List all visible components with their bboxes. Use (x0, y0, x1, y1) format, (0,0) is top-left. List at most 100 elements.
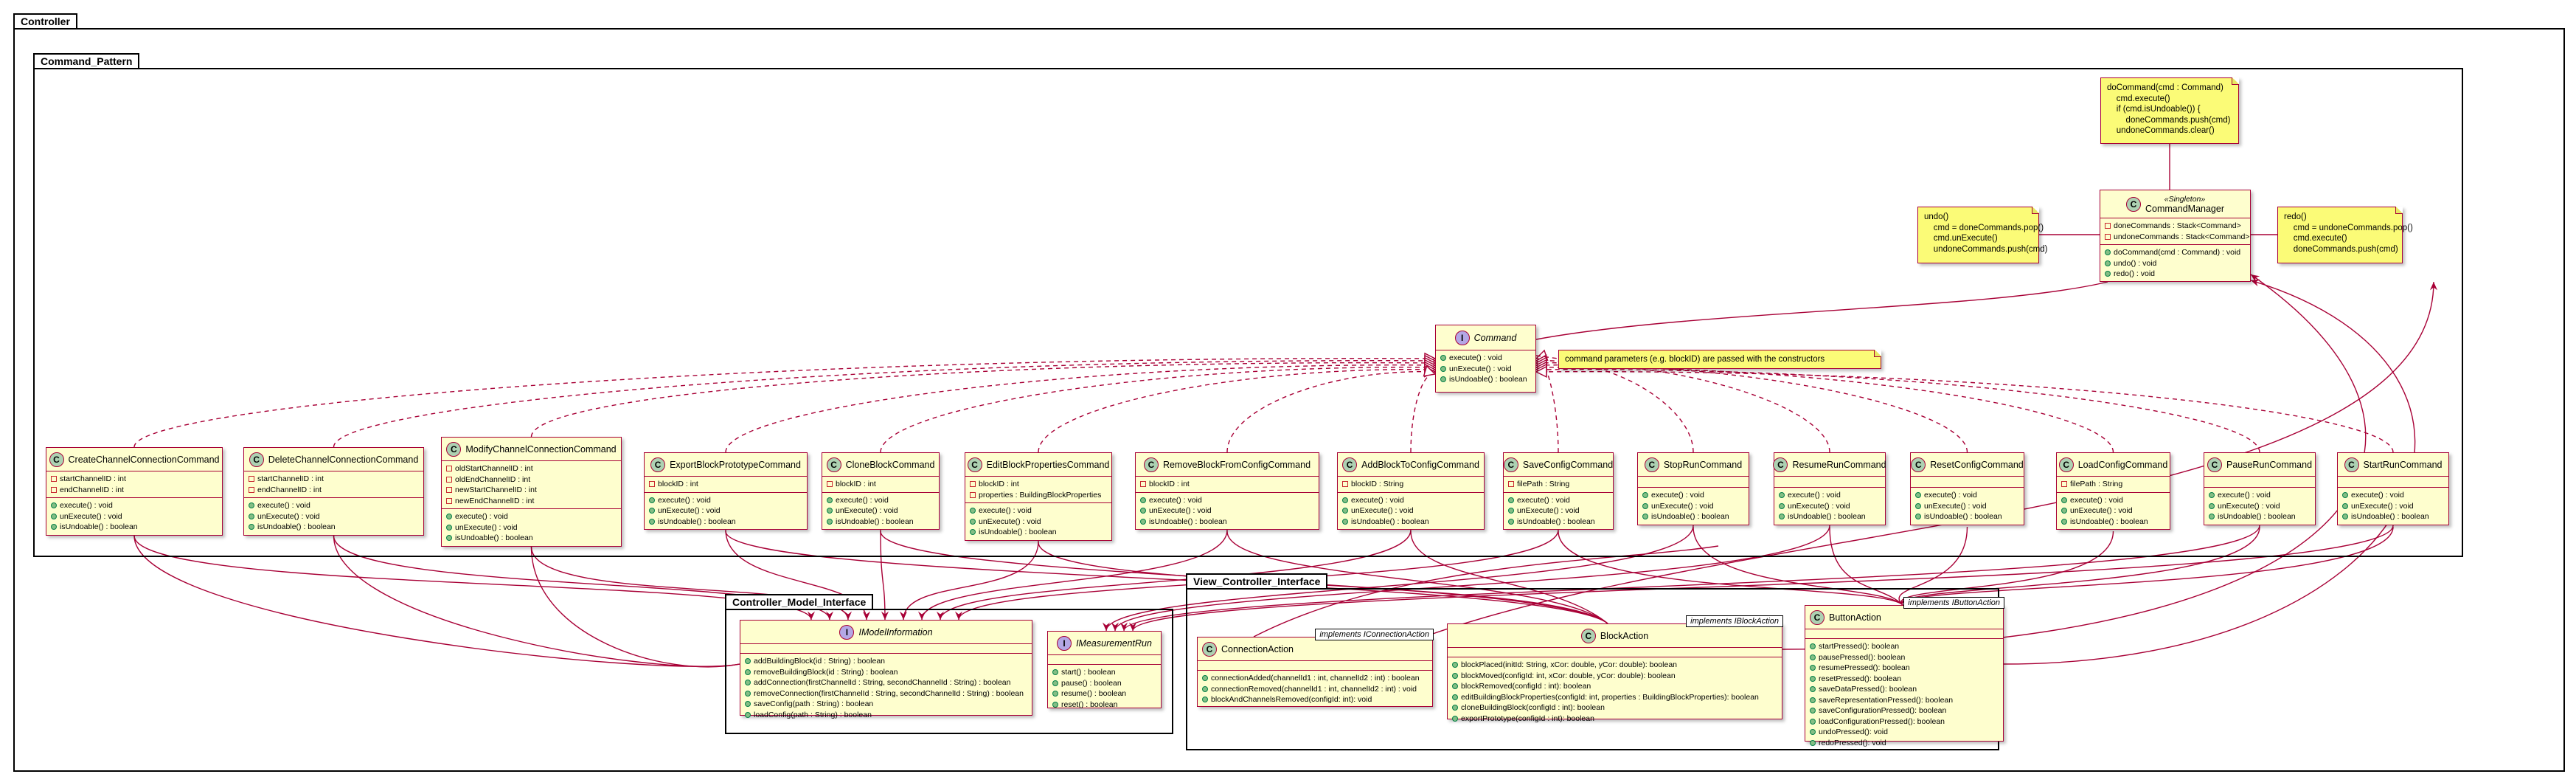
method-text: addConnection(firstChannelId : String, s… (754, 678, 1011, 687)
method: execute() : void (249, 500, 419, 511)
method-text: execute() : void (257, 501, 310, 510)
public-visibility-icon (745, 658, 751, 665)
field: startChannelID : int (249, 474, 419, 485)
methods-section: connectionAdded(channelId1 : int, channe… (1198, 671, 1432, 708)
method-text: isUndoable() : boolean (1351, 516, 1429, 526)
public-visibility-icon (1642, 492, 1648, 499)
method: isUndoable() : boolean (1140, 516, 1314, 528)
method: connectionAdded(channelId1 : int, channe… (1202, 673, 1428, 684)
public-visibility-icon (2342, 492, 2348, 499)
public-visibility-icon (1342, 518, 1348, 525)
method-text: isUndoable() : boolean (1149, 516, 1227, 526)
connection-action-class: implements IConnectionAction C Connectio… (1197, 629, 1434, 708)
public-visibility-icon (249, 513, 254, 519)
class-icon: C (1911, 457, 1926, 472)
interface-icon: I (1057, 636, 1072, 651)
public-visibility-icon (970, 508, 976, 514)
class-icon: C (1143, 457, 1159, 472)
class-name: CreateChannelConnectionCommand (68, 455, 220, 465)
method-text: isUndoable() : boolean (2218, 512, 2296, 521)
method: startPressed(): boolean (1810, 641, 1999, 652)
method: loadConfigurationPressed(): boolean (1810, 716, 1999, 728)
fields-section (1448, 648, 1782, 657)
method-text: unExecute() : void (60, 511, 122, 521)
public-visibility-icon (2342, 502, 2348, 509)
method: isUndoable() : boolean (1342, 516, 1479, 528)
public-visibility-icon (2061, 497, 2067, 503)
field-text: blockID : int (658, 480, 698, 488)
implements-label: implements IBlockAction (1686, 615, 1783, 627)
method: saveDataPressed(): boolean (1810, 684, 1999, 695)
public-visibility-icon (51, 513, 57, 519)
stereotype-label: «Singleton» (2164, 195, 2206, 204)
method-text: execute() : void (1924, 491, 1977, 500)
field: doneCommands : Stack<Command> (2105, 221, 2246, 232)
public-visibility-icon (2061, 508, 2067, 514)
public-visibility-icon (1779, 502, 1785, 509)
method: execute() : void (446, 511, 617, 522)
method: blockRemoved(configId : int): boolean (1452, 681, 1777, 692)
fields-section (1911, 477, 2024, 488)
method: unExecute() : void (249, 511, 419, 522)
method-text: loadConfigurationPressed(): boolean (1819, 716, 1945, 726)
field: endChannelID : int (249, 485, 419, 496)
public-visibility-icon (1202, 697, 1208, 703)
class-icon: C (2126, 197, 2141, 212)
method: unExecute() : void (1440, 364, 1531, 375)
method-text: unExecute() : void (2351, 501, 2414, 511)
controller-package-tab: Controller (13, 13, 77, 30)
class-icon: C (1580, 629, 1596, 643)
fields-section: blockID : int (822, 477, 939, 493)
method-text: redo() : void (2114, 269, 2156, 278)
note-redo: redo() cmd = undoneCommands.pop() cmd.ex… (2277, 207, 2413, 263)
method: execute() : void (649, 495, 802, 506)
public-visibility-icon (827, 497, 833, 503)
public-visibility-icon (1810, 708, 1816, 714)
fields-section: filePath : String (2057, 477, 2170, 493)
public-visibility-icon (1810, 729, 1816, 736)
field: blockID : int (1140, 479, 1314, 490)
method: isUndoable() : boolean (1642, 511, 1744, 522)
public-visibility-icon (1440, 365, 1446, 372)
class-name: ButtonAction (1829, 612, 1881, 623)
class-icon: C (2207, 457, 2222, 472)
private-visibility-icon (1342, 481, 1348, 488)
method: start() : boolean (1052, 667, 1156, 678)
interface-name: IMeasurementRun (1076, 638, 1152, 649)
public-visibility-icon (1810, 665, 1816, 671)
class-name: ConnectionAction (1221, 644, 1294, 654)
public-visibility-icon (1140, 497, 1146, 503)
class-icon: C (826, 457, 841, 472)
method-text: pause() : boolean (1061, 678, 1122, 688)
method: exportPrototype(configId : int): boolean (1452, 713, 1777, 725)
public-visibility-icon (827, 508, 833, 514)
method-text: undoPressed(): void (1819, 728, 1888, 736)
public-visibility-icon (1452, 694, 1458, 700)
method-text: redoPressed(): void (1819, 738, 1886, 747)
method-text: execute() : void (455, 512, 508, 521)
method: pausePressed(): boolean (1810, 652, 1999, 663)
method-text: editBuildingBlockProperties(configId: in… (1461, 692, 1759, 702)
field-text: undoneCommands : Stack<Command> (2114, 232, 2250, 241)
method-text: startPressed(): boolean (1819, 642, 1900, 651)
fields-section (1048, 655, 1161, 665)
method-text: unExecute() : void (1924, 501, 1987, 511)
public-visibility-icon (2105, 249, 2111, 256)
method-text: unExecute() : void (2070, 506, 2133, 515)
public-visibility-icon (1342, 508, 1348, 514)
method: saveConfigurationPressed(): boolean (1810, 705, 1999, 716)
method-text: execute() : void (1651, 491, 1704, 500)
fields-section: blockID : int (645, 477, 807, 493)
method-text: execute() : void (979, 506, 1032, 515)
field: newStartChannelID : int (446, 485, 617, 496)
